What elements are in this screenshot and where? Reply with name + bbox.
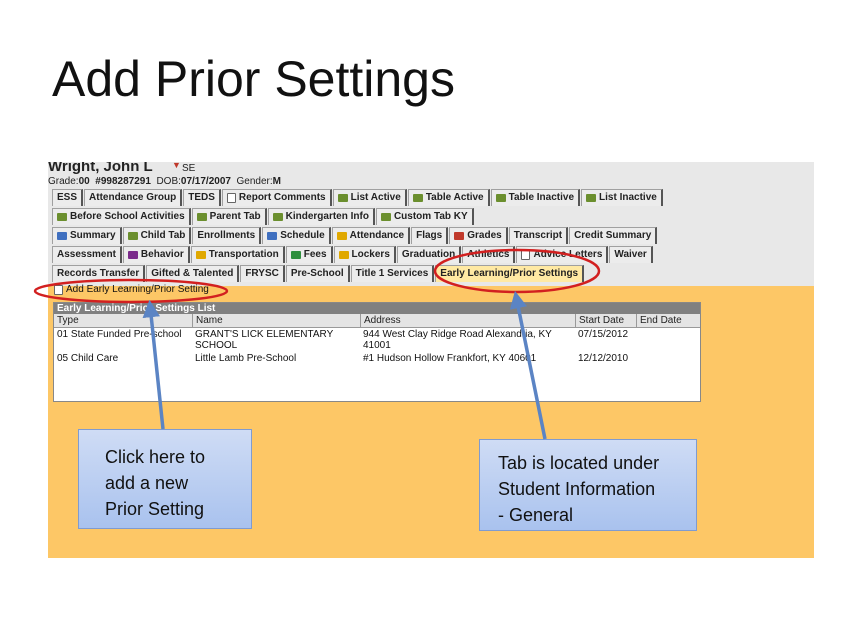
tab-behavior[interactable]: Behavior [122, 246, 190, 263]
add-prior-setting-link[interactable]: Add Early Learning/Prior Setting [54, 284, 209, 295]
folder-icon [196, 213, 207, 221]
folder-icon [586, 194, 597, 202]
tab-waiver[interactable]: Waiver [609, 246, 653, 263]
cell-type: 01 State Funded Pre-school [57, 329, 182, 340]
tab-list-inactive[interactable]: List Inactive [581, 189, 663, 206]
tab-lockers[interactable]: Lockers [333, 246, 396, 263]
cell-name: Little Lamb Pre-School [195, 353, 297, 364]
callout-tab-location: Tab is located under Student Information… [479, 439, 697, 531]
tab-credit-summary[interactable]: Credit Summary [569, 227, 658, 244]
star-icon [336, 232, 347, 240]
dob-label: DOB: [156, 176, 181, 187]
gender-label: Gender: [236, 176, 273, 187]
tab-row-3: Summary Child Tab Enrollments Schedule A… [52, 227, 658, 244]
tab-records-transfer[interactable]: Records Transfer [52, 265, 146, 282]
tab-pre-school[interactable]: Pre-School [285, 265, 350, 282]
column-end-date[interactable]: End Date [636, 314, 700, 327]
tab-table-active[interactable]: Table Active [407, 189, 490, 206]
callout-add-setting: Click here to add a new Prior Setting [78, 429, 252, 529]
tab-summary[interactable]: Summary [52, 227, 122, 244]
tab-transportation[interactable]: Transportation [190, 246, 285, 263]
tab-row-5: Records Transfer Gifted & Talented FRYSC… [52, 265, 585, 282]
prior-settings-list: Early Learning/Prior Settings List Type … [53, 302, 701, 402]
tab-row-2: Before School Activities Parent Tab Kind… [52, 208, 475, 225]
folder-icon [337, 194, 348, 202]
tab-kindergarten-info[interactable]: Kindergarten Info [267, 208, 375, 225]
column-type[interactable]: Type [57, 315, 79, 326]
list-header: Type Name Address Start Date End Date [54, 314, 700, 328]
lock-icon [338, 251, 349, 259]
table-row[interactable]: 05 Child Care Little Lamb Pre-School #1 … [54, 352, 700, 376]
tab-attendance-group[interactable]: Attendance Group [84, 189, 183, 206]
tab-custom-tab-ky[interactable]: Custom Tab KY [375, 208, 474, 225]
tab-ess[interactable]: ESS [52, 189, 84, 206]
tab-row-4: Assessment Behavior Transportation Fees … [52, 246, 654, 263]
tab-fees[interactable]: Fees [285, 246, 333, 263]
table-row[interactable]: 01 State Funded Pre-school GRANT'S LICK … [54, 328, 700, 352]
tab-flags[interactable]: Flags [411, 227, 449, 244]
cell-type: 05 Child Care [57, 353, 119, 364]
list-title: Early Learning/Prior Settings List [54, 303, 700, 314]
tab-title-1-services[interactable]: Title 1 Services [350, 265, 435, 282]
slide-title: Add Prior Settings [52, 51, 455, 107]
tab-enrollments[interactable]: Enrollments [192, 227, 262, 244]
tab-teds[interactable]: TEDS [183, 189, 221, 206]
dob-value: 07/17/2007 [180, 176, 231, 187]
app-screenshot: Wright, John L ▼ SE Grade:00 #998287291 … [48, 162, 814, 558]
cell-address: #1 Hudson Hollow Frankfort, KY 40601 [363, 353, 537, 364]
tab-frysc[interactable]: FRYSC [240, 265, 285, 282]
student-name: Wright, John L [48, 162, 153, 175]
letter-icon [521, 250, 531, 260]
document-icon [226, 193, 236, 203]
tab-attendance[interactable]: Attendance [331, 227, 411, 244]
folder-icon [127, 232, 138, 240]
tab-athletics[interactable]: Athletics [462, 246, 516, 263]
gender-value: M [272, 176, 282, 187]
folder-icon [272, 213, 283, 221]
tab-table-inactive[interactable]: Table Inactive [490, 189, 581, 206]
grade-label: Grade: [48, 176, 79, 187]
status-badge: SE [182, 163, 196, 174]
folder-icon [380, 213, 391, 221]
tab-row-1: ESS Attendance Group TEDS Report Comment… [52, 189, 664, 206]
column-start-date[interactable]: Start Date [575, 314, 636, 327]
grade-value: 00 [78, 176, 90, 187]
tab-gifted-talented[interactable]: Gifted & Talented [146, 265, 240, 282]
tab-child-tab[interactable]: Child Tab [122, 227, 192, 244]
tab-report-comments[interactable]: Report Comments [221, 189, 332, 206]
column-address[interactable]: Address [360, 314, 575, 327]
student-info: Grade:00 #998287291 DOB:07/17/2007 Gende… [48, 176, 281, 187]
monitor-icon [57, 232, 67, 240]
tab-assessment[interactable]: Assessment [52, 246, 122, 263]
tab-graduation[interactable]: Graduation [396, 246, 462, 263]
tab-advice-letters[interactable]: Advice Letters [516, 246, 609, 263]
flag-icon: ▼ [172, 162, 181, 170]
tab-list-active[interactable]: List Active [332, 189, 407, 206]
tab-grades[interactable]: Grades [449, 227, 508, 244]
bus-icon [195, 251, 206, 259]
new-document-icon [54, 284, 63, 295]
grade-icon [454, 232, 465, 240]
folder-icon [412, 194, 423, 202]
building-icon [267, 232, 278, 240]
cell-start-date: 07/15/2012 [578, 329, 629, 340]
student-id: #998287291 [95, 176, 151, 187]
tab-before-school-activities[interactable]: Before School Activities [52, 208, 191, 225]
tab-parent-tab[interactable]: Parent Tab [191, 208, 267, 225]
dollar-icon [290, 251, 301, 259]
folder-icon [57, 213, 67, 221]
cell-start-date: 12/12/2010 [578, 353, 629, 364]
tab-transcript[interactable]: Transcript [508, 227, 569, 244]
person-icon [127, 251, 138, 259]
column-name[interactable]: Name [192, 314, 360, 327]
folder-icon [495, 194, 506, 202]
tab-schedule[interactable]: Schedule [262, 227, 331, 244]
tab-early-learning-prior-settings[interactable]: Early Learning/Prior Settings [435, 265, 585, 282]
